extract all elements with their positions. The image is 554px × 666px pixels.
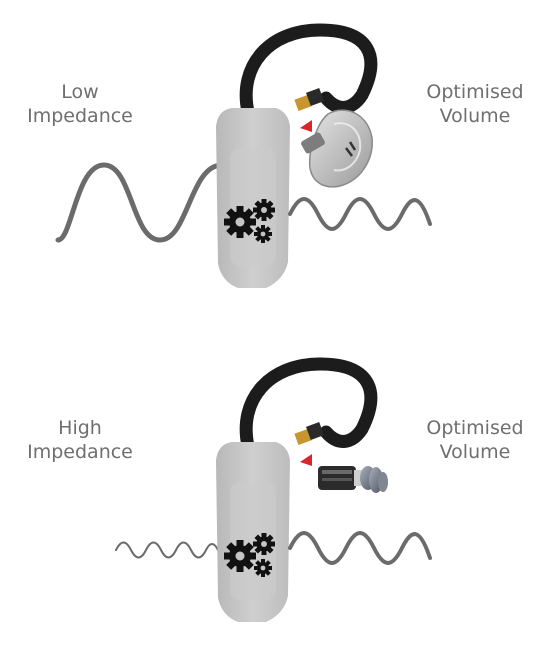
output-wave-medium: [288, 197, 432, 231]
input-label-low-impedance: Low Impedance: [27, 81, 133, 127]
panel-high-impedance: [115, 357, 432, 622]
red-arrow-icon: [300, 120, 312, 132]
output-label-optimised-volume-2: Optimised Volume: [426, 417, 524, 463]
ear-hook-cable-2: [239, 357, 378, 453]
in-ear-monitor-icon: [301, 109, 373, 188]
output-wave-medium-2: [288, 531, 432, 565]
red-arrow-icon-2: [300, 454, 312, 466]
input-label-high-impedance: High Impedance: [27, 417, 133, 463]
mmcx-connector: [294, 88, 324, 112]
input-wave-small: [115, 541, 219, 559]
output-label-optimised-volume-1: Optimised Volume: [426, 81, 524, 127]
input-wave-large: [55, 162, 225, 243]
ear-hook-cable: [239, 23, 378, 119]
panel-low-impedance: [55, 23, 432, 288]
mmcx-connector-2: [294, 422, 324, 446]
earphone-foam-tip-icon: [318, 466, 388, 493]
